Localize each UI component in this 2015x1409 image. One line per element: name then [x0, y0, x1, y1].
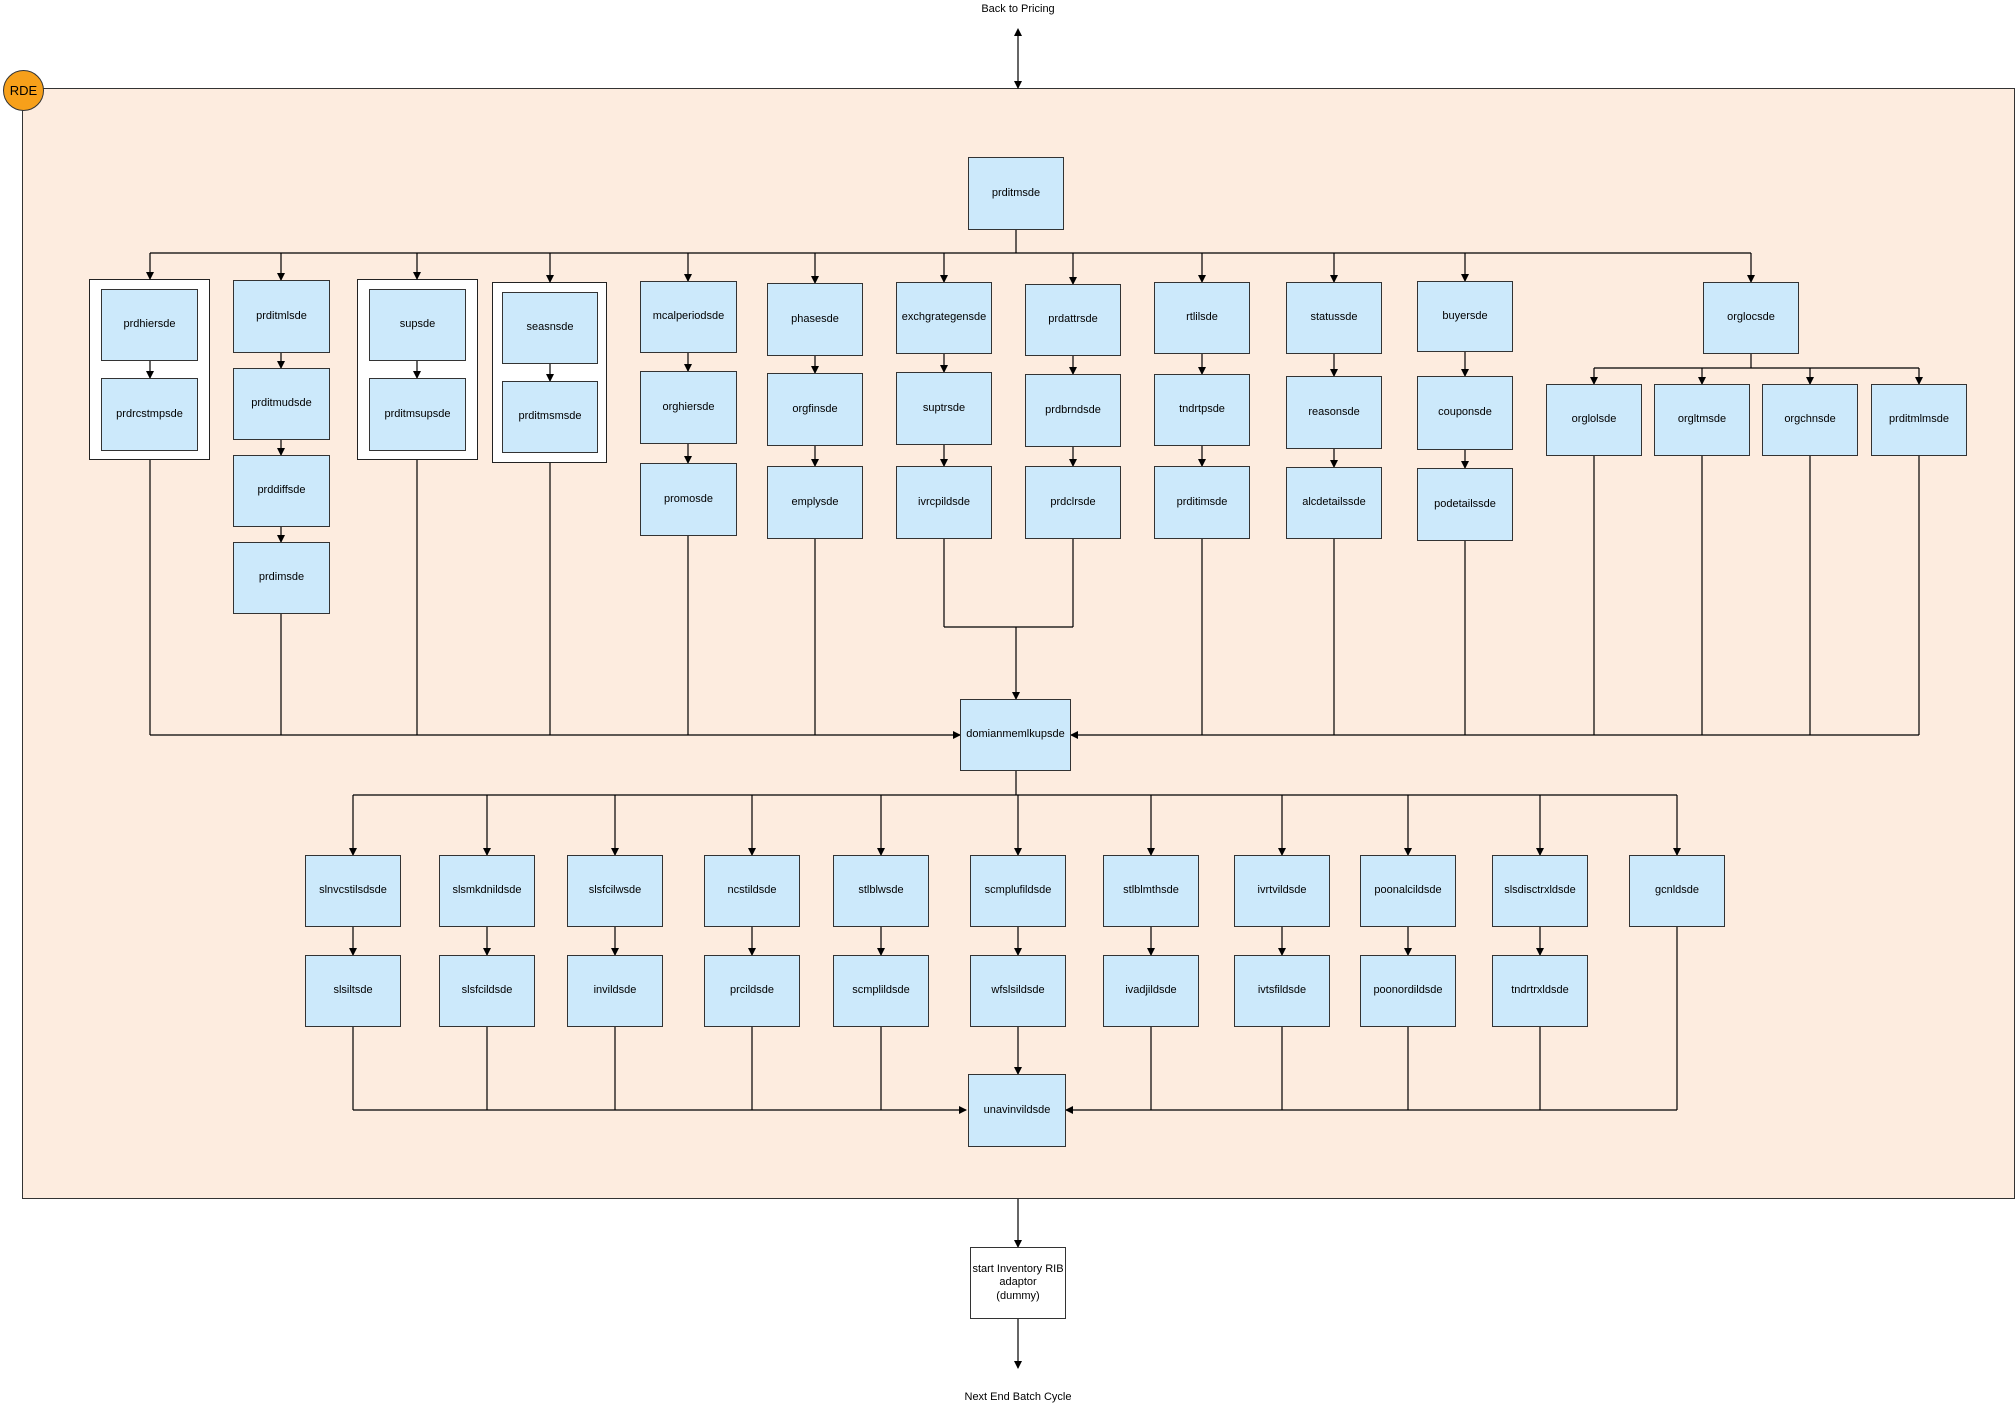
node-slsmkdnildsde[interactable]: slsmkdnildsde [439, 855, 535, 927]
node-orgfinsde[interactable]: orgfinsde [767, 373, 863, 446]
node-ivrtvildsde[interactable]: ivrtvildsde [1234, 855, 1330, 927]
node-prdattrsde[interactable]: prdattrsde [1025, 284, 1121, 356]
node-poonalcildsde[interactable]: poonalcildsde [1360, 855, 1456, 927]
rde-badge: RDE [3, 70, 44, 111]
node-podetailssde[interactable]: podetailssde [1417, 468, 1513, 541]
node-promosde[interactable]: promosde [640, 463, 737, 536]
node-couponsde[interactable]: couponsde [1417, 376, 1513, 450]
node-prdhiersde[interactable]: prdhiersde [101, 289, 198, 361]
node-gcnldsde[interactable]: gcnldsde [1629, 855, 1725, 927]
node-tndrtpsde[interactable]: tndrtpsde [1154, 374, 1250, 446]
node-slsdisctrxldsde[interactable]: slsdisctrxldsde [1492, 855, 1588, 927]
node-ncstildsde[interactable]: ncstildsde [704, 855, 800, 927]
node-slnvcstilsdsde[interactable]: slnvcstilsdsde [305, 855, 401, 927]
node-seasnsde[interactable]: seasnsde [502, 292, 598, 364]
node-ivadjildsde[interactable]: ivadjildsde [1103, 955, 1199, 1027]
node-ivtsfildsde[interactable]: ivtsfildsde [1234, 955, 1330, 1027]
node-wfslsildsde[interactable]: wfslsildsde [970, 955, 1066, 1027]
node-buyersde[interactable]: buyersde [1417, 281, 1513, 352]
node-slsfcilwsde[interactable]: slsfcilwsde [567, 855, 663, 927]
node-prditimsde[interactable]: prditimsde [1154, 466, 1250, 539]
node-stlblwsde[interactable]: stlblwsde [833, 855, 929, 927]
node-mcalperiodsde[interactable]: mcalperiodsde [640, 281, 737, 353]
node-prdclrsde[interactable]: prdclrsde [1025, 466, 1121, 539]
node-scmplufildsde[interactable]: scmplufildsde [970, 855, 1066, 927]
node-prditmlsde[interactable]: prditmlsde [233, 280, 330, 353]
node-orgchnsde[interactable]: orgchnsde [1762, 384, 1858, 456]
node-reasonsde[interactable]: reasonsde [1286, 376, 1382, 449]
node-ivrcpildsde[interactable]: ivrcpildsde [896, 466, 992, 539]
rde-badge-label: RDE [9, 83, 38, 98]
node-statussde[interactable]: statussde [1286, 282, 1382, 354]
node-start-inventory-rib-adaptor[interactable]: start Inventory RIB adaptor (dummy) [970, 1247, 1066, 1319]
node-stlblmthsde[interactable]: stlblmthsde [1103, 855, 1199, 927]
node-prditmlmsde[interactable]: prditmlmsde [1871, 384, 1967, 456]
node-scmplildsde[interactable]: scmplildsde [833, 955, 929, 1027]
node-prdimsde[interactable]: prdimsde [233, 542, 330, 614]
node-alcdetailssde[interactable]: alcdetailssde [1286, 467, 1382, 539]
node-slsfcildsde[interactable]: slsfcildsde [439, 955, 535, 1027]
node-phasesde[interactable]: phasesde [767, 283, 863, 356]
back-to-pricing-label[interactable]: Back to Pricing [981, 3, 1055, 15]
node-prditmsmsde[interactable]: prditmsmsde [502, 381, 598, 453]
node-supsde[interactable]: supsde [369, 289, 466, 361]
node-tndrtrxldsde[interactable]: tndrtrxldsde [1492, 955, 1588, 1027]
node-prditmudsde[interactable]: prditmudsde [233, 368, 330, 440]
node-prditmsupsde[interactable]: prditmsupsde [369, 378, 466, 451]
node-prditmsde[interactable]: prditmsde [968, 157, 1064, 230]
node-orgltmsde[interactable]: orgltmsde [1654, 384, 1750, 456]
node-slsiltsde[interactable]: slsiltsde [305, 955, 401, 1027]
node-emplysde[interactable]: emplysde [767, 466, 863, 539]
node-domianmemlkupsde[interactable]: domianmemlkupsde [960, 699, 1071, 771]
node-invildsde[interactable]: invildsde [567, 955, 663, 1027]
node-poonordildsde[interactable]: poonordildsde [1360, 955, 1456, 1027]
next-end-batch-cycle-label[interactable]: Next End Batch Cycle [964, 1391, 1072, 1403]
node-prddiffsde[interactable]: prddiffsde [233, 455, 330, 527]
node-orglocsde[interactable]: orglocsde [1703, 282, 1799, 354]
node-prdrcstmpsde[interactable]: prdrcstmpsde [101, 378, 198, 451]
node-unavinvildsde[interactable]: unavinvildsde [968, 1074, 1066, 1147]
node-prdbrndsde[interactable]: prdbrndsde [1025, 374, 1121, 447]
node-suptrsde[interactable]: suptrsde [896, 372, 992, 445]
node-rtlilsde[interactable]: rtlilsde [1154, 282, 1250, 354]
node-orghiersde[interactable]: orghiersde [640, 371, 737, 444]
node-prcildsde[interactable]: prcildsde [704, 955, 800, 1027]
node-orglolsde[interactable]: orglolsde [1546, 384, 1642, 456]
node-exchgrategensde[interactable]: exchgrategensde [896, 282, 992, 354]
